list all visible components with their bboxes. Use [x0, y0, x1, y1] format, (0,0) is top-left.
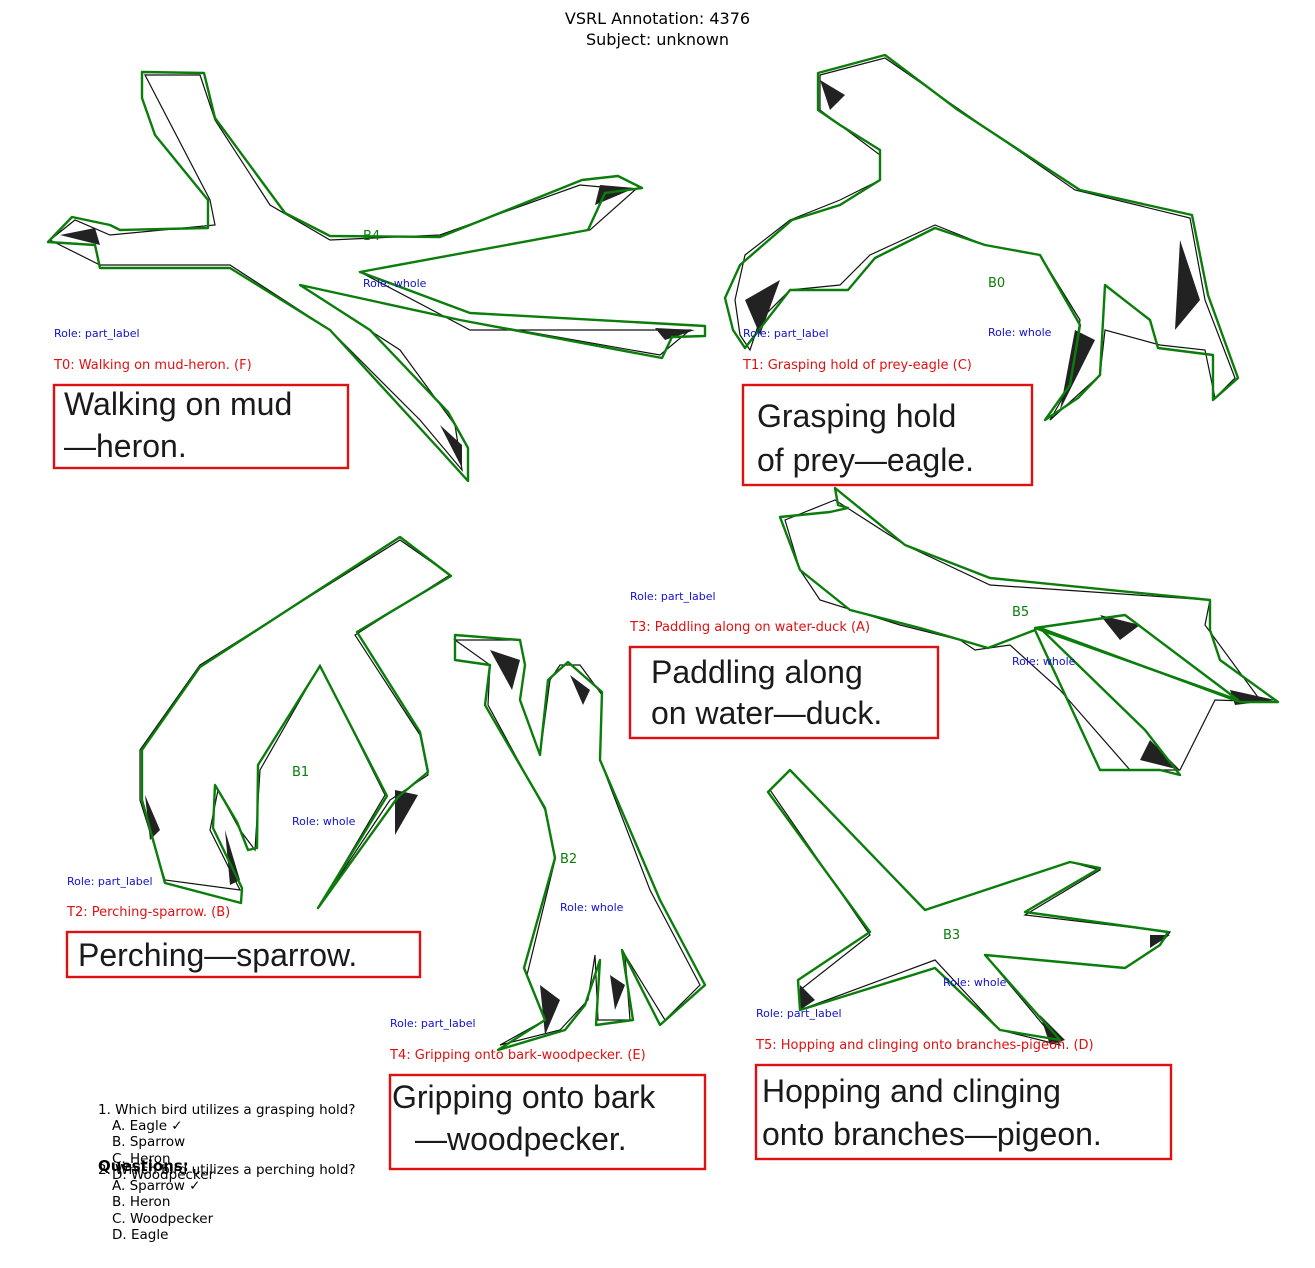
figure-title: VSRL Annotation: 4376: [564, 9, 751, 28]
question-1-option-d: D. Woodpecker: [112, 1167, 215, 1183]
text-box-t0: [52, 383, 350, 470]
text-box-t2-line1: Perching—sparrow.: [78, 937, 357, 973]
sparrow-foot-illustration: [139, 539, 452, 906]
region-outline-b5: [778, 486, 1280, 777]
region-role-b4: Role: whole: [363, 277, 427, 290]
question-2-option-c: C. Woodpecker: [112, 1211, 214, 1227]
text-caption-t5: T5: Hopping and clinging onto branches-p…: [755, 1038, 1094, 1053]
region-outline-b4: [46, 70, 707, 483]
text-box-t1-line2: of prey—eagle.: [757, 442, 974, 478]
region-role-b5: Role: whole: [1012, 655, 1076, 668]
text-caption-t1: T1: Grasping hold of prey-eagle (C): [742, 358, 972, 373]
text-box-t3-line1: Paddling along: [651, 654, 863, 690]
question-1-option-a: A. Eagle ✓: [112, 1118, 183, 1134]
text-box-t1-line1: Grasping hold: [757, 398, 956, 434]
region-id-b1: B1: [292, 765, 309, 780]
woodpecker-foot-illustration: [453, 639, 701, 1046]
text-box-t4-line1: Gripping onto bark: [392, 1079, 656, 1115]
question-2-option-b: B. Heron: [112, 1194, 171, 1210]
text-box-t0-line2: —heron.: [64, 428, 187, 464]
text-box-t0-line1: Walking on mud: [64, 386, 292, 422]
text-box-t5-line1: Hopping and clinging: [762, 1073, 1061, 1109]
text-caption-t3: T3: Paddling along on water-duck (A): [629, 620, 870, 635]
text-box-t5: [754, 1063, 1173, 1161]
region-role-b2: Role: whole: [560, 901, 624, 914]
text-caption-t2: T2: Perching-sparrow. (B): [66, 905, 230, 920]
questions-heading: Questions:: [98, 1157, 189, 1175]
text-box-t4: [388, 1073, 707, 1171]
text-role-t5: Role: part_label: [756, 1007, 842, 1020]
figure-subtitle: Subject: unknown: [586, 30, 729, 49]
question-1: 1. Which bird utilizes a grasping hold?: [98, 1102, 356, 1118]
text-role-t3: Role: part_label: [630, 590, 716, 603]
question-2-option-a: A. Sparrow ✓: [112, 1178, 201, 1194]
text-role-t0: Role: part_label: [54, 327, 140, 340]
text-caption-t0: T0: Walking on mud-heron. (F): [53, 358, 252, 373]
question-2: 2. Which bird utilizes a perching hold?: [98, 1162, 356, 1178]
text-box-t2: [65, 930, 422, 979]
region-outline-b0: [723, 53, 1240, 422]
region-role-b3: Role: whole: [943, 976, 1007, 989]
region-outline-b5-inner: [1033, 613, 1240, 702]
text-box-t3-line2: on water—duck.: [651, 695, 882, 731]
region-outline-b3: [766, 768, 1170, 1042]
question-1-option-c: C. Heron: [112, 1151, 171, 1167]
region-id-b3: B3: [943, 928, 960, 943]
region-role-b1: Role: whole: [292, 815, 356, 828]
region-outline-b2: [453, 633, 707, 1052]
region-id-b0: B0: [988, 276, 1005, 291]
question-2-option-d: D. Eagle: [112, 1227, 169, 1243]
region-role-b0: Role: whole: [988, 326, 1052, 339]
region-id-b4: B4: [363, 229, 380, 244]
region-outline-b1: [140, 535, 453, 910]
text-caption-t4: T4: Gripping onto bark-woodpecker. (E): [389, 1048, 646, 1063]
text-box-t5-line2: onto branches—pigeon.: [762, 1116, 1102, 1152]
text-box-t4-line2: —woodpecker.: [415, 1121, 627, 1157]
region-id-b5: B5: [1012, 605, 1029, 620]
text-box-t3: [628, 645, 940, 740]
text-box-t1: [741, 383, 1034, 487]
text-role-t1: Role: part_label: [743, 327, 829, 340]
text-role-t4: Role: part_label: [390, 1017, 476, 1030]
region-id-b2: B2: [560, 852, 577, 867]
eagle-foot-illustration: [734, 57, 1236, 421]
question-1-option-b: B. Sparrow: [112, 1134, 186, 1150]
text-role-t2: Role: part_label: [67, 875, 153, 888]
